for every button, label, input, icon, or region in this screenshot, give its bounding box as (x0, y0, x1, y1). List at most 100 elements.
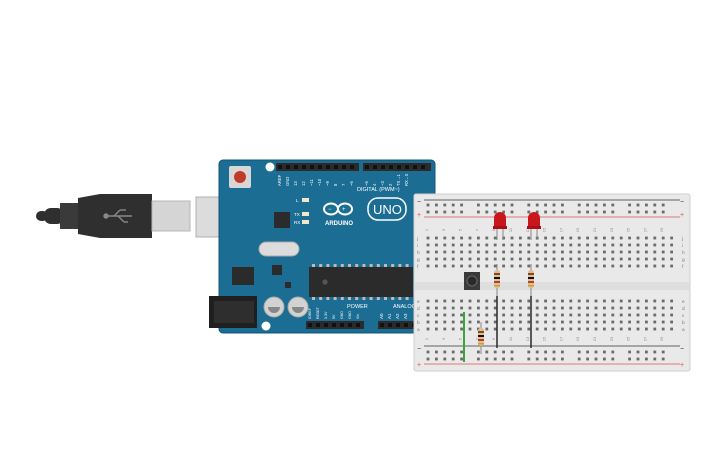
breadboard-hole[interactable] (519, 320, 522, 324)
breadboard-hole[interactable] (653, 257, 657, 261)
breadboard-hole[interactable] (426, 306, 430, 310)
header-pin[interactable] (332, 323, 336, 327)
breadboard-hole[interactable] (493, 203, 497, 207)
breadboard-hole[interactable] (502, 299, 505, 303)
breadboard-hole[interactable] (611, 243, 615, 247)
breadboard-hole[interactable] (653, 320, 657, 324)
breadboard-hole[interactable] (502, 250, 505, 254)
breadboard-hole[interactable] (661, 250, 665, 254)
breadboard-hole[interactable] (611, 210, 615, 214)
breadboard-hole[interactable] (586, 320, 589, 324)
breadboard-hole[interactable] (661, 306, 665, 310)
breadboard-hole[interactable] (552, 313, 556, 317)
breadboard-hole[interactable] (426, 350, 430, 354)
usb-cable[interactable] (36, 194, 251, 238)
breadboard-hole[interactable] (502, 264, 505, 268)
breadboard-hole[interactable] (561, 306, 564, 310)
breadboard-hole[interactable] (451, 243, 455, 247)
breadboard-hole[interactable] (552, 299, 556, 303)
breadboard-hole[interactable] (561, 327, 564, 331)
breadboard-hole[interactable] (502, 203, 505, 207)
breadboard-hole[interactable] (552, 306, 556, 310)
breadboard-hole[interactable] (519, 264, 522, 268)
breadboard-hole[interactable] (577, 264, 581, 268)
breadboard-hole[interactable] (544, 306, 547, 310)
breadboard-hole[interactable] (451, 350, 455, 354)
breadboard-hole[interactable] (628, 313, 631, 317)
breadboard-hole[interactable] (594, 264, 598, 268)
breadboard-hole[interactable] (661, 210, 665, 214)
breadboard-hole[interactable] (645, 264, 648, 268)
breadboard-hole[interactable] (510, 313, 514, 317)
breadboard-hole[interactable] (544, 236, 547, 240)
breadboard-hole[interactable] (535, 357, 539, 361)
breadboard-hole[interactable] (485, 243, 489, 247)
breadboard-hole[interactable] (569, 250, 573, 254)
header-pin[interactable] (365, 165, 369, 169)
breadboard-hole[interactable] (636, 320, 640, 324)
breadboard-hole[interactable] (443, 257, 447, 261)
breadboard-hole[interactable] (485, 210, 489, 214)
breadboard-hole[interactable] (510, 203, 514, 207)
breadboard-hole[interactable] (661, 357, 665, 361)
breadboard-hole[interactable] (468, 250, 472, 254)
breadboard-hole[interactable] (451, 313, 455, 317)
breadboard-hole[interactable] (586, 327, 589, 331)
breadboard-hole[interactable] (586, 357, 589, 361)
header-pin[interactable] (278, 165, 282, 169)
breadboard-hole[interactable] (636, 313, 640, 317)
header-pin[interactable] (310, 165, 314, 169)
breadboard-hole[interactable] (443, 313, 447, 317)
breadboard-hole[interactable] (645, 210, 648, 214)
breadboard-hole[interactable] (460, 306, 463, 310)
breadboard-hole[interactable] (552, 203, 556, 207)
resistor-3[interactable] (478, 322, 484, 354)
breadboard-hole[interactable] (426, 236, 430, 240)
header-pin[interactable] (405, 165, 409, 169)
breadboard-hole[interactable] (510, 320, 514, 324)
breadboard-hole[interactable] (493, 210, 497, 214)
breadboard-hole[interactable] (628, 236, 631, 240)
breadboard-hole[interactable] (527, 203, 531, 207)
breadboard-hole[interactable] (577, 203, 581, 207)
breadboard-hole[interactable] (603, 320, 606, 324)
breadboard-hole[interactable] (577, 357, 581, 361)
breadboard-hole[interactable] (569, 299, 573, 303)
breadboard-hole[interactable] (670, 257, 673, 261)
breadboard-hole[interactable] (561, 250, 564, 254)
breadboard-hole[interactable] (535, 299, 539, 303)
breadboard-hole[interactable] (628, 306, 631, 310)
breadboard-hole[interactable] (645, 250, 648, 254)
breadboard-hole[interactable] (594, 306, 598, 310)
header-pin[interactable] (308, 323, 312, 327)
breadboard-hole[interactable] (485, 313, 489, 317)
breadboard-hole[interactable] (552, 350, 556, 354)
breadboard-hole[interactable] (577, 350, 581, 354)
breadboard-hole[interactable] (502, 313, 505, 317)
header-pin[interactable] (294, 165, 298, 169)
header-pin[interactable] (302, 165, 306, 169)
breadboard-hole[interactable] (586, 243, 589, 247)
breadboard-hole[interactable] (460, 327, 463, 331)
breadboard-hole[interactable] (477, 243, 480, 247)
breadboard-hole[interactable] (661, 313, 665, 317)
breadboard-hole[interactable] (519, 257, 522, 261)
breadboard-hole[interactable] (535, 203, 539, 207)
breadboard-hole[interactable] (443, 264, 447, 268)
breadboard-hole[interactable] (426, 257, 430, 261)
breadboard-hole[interactable] (594, 250, 598, 254)
breadboard-hole[interactable] (443, 299, 447, 303)
breadboard-hole[interactable] (485, 357, 489, 361)
breadboard-hole[interactable] (493, 313, 497, 317)
breadboard-hole[interactable] (435, 210, 438, 214)
breadboard-hole[interactable] (611, 320, 615, 324)
breadboard-hole[interactable] (661, 264, 665, 268)
breadboard-hole[interactable] (569, 320, 573, 324)
breadboard-hole[interactable] (426, 327, 430, 331)
breadboard-hole[interactable] (552, 357, 556, 361)
breadboard-hole[interactable] (561, 210, 564, 214)
breadboard-hole[interactable] (636, 350, 640, 354)
breadboard-hole[interactable] (460, 236, 463, 240)
breadboard-hole[interactable] (535, 250, 539, 254)
breadboard-hole[interactable] (594, 357, 598, 361)
